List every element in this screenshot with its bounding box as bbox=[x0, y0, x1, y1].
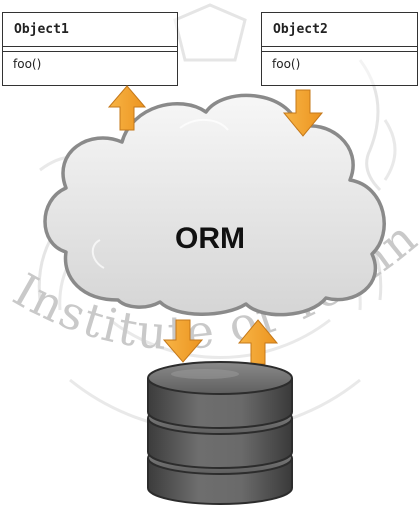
arrow-orm-to-database bbox=[162, 319, 204, 363]
arrow-database-to-orm bbox=[237, 319, 279, 365]
object2-attributes-section bbox=[262, 47, 417, 52]
arrow-orm-to-object1 bbox=[107, 85, 147, 131]
object1-attributes-section bbox=[3, 47, 177, 52]
database-cylinder bbox=[147, 361, 293, 505]
object2-method: foo() bbox=[272, 57, 301, 71]
orm-label: ORM bbox=[175, 222, 245, 255]
orm-cloud: ORM bbox=[43, 93, 386, 317]
object1-class-box: Object1 foo() bbox=[2, 12, 178, 86]
object1-method: foo() bbox=[13, 57, 42, 71]
object1-name: Object1 bbox=[3, 13, 177, 47]
object2-name: Object2 bbox=[262, 13, 417, 47]
object2-class-box: Object2 foo() bbox=[261, 12, 418, 86]
arrow-object2-to-orm bbox=[282, 89, 324, 137]
